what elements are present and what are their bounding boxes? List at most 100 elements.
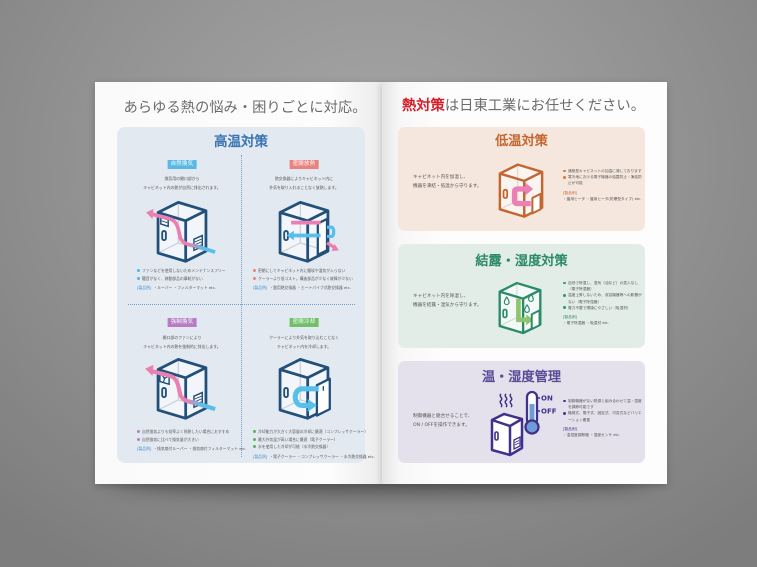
- feature-bullet: 通風型キャビネットの加温に適しております: [563, 168, 643, 174]
- feature-bullet: 密閉にしてキャビネット内に塵埃や湿気が入らない: [253, 267, 357, 275]
- panel-description: 制御機器と組合せることで、 ON / OFFを操作できます。: [413, 413, 472, 430]
- feature-notes: ファンなどを使用しないためメンテナンスフリー 騒音がなく、稼動部品の摩耗がない …: [137, 267, 241, 292]
- product-examples-label: [製品例]: [137, 285, 152, 291]
- method-description: 開口部のファンにより キャビネット内の熱を強制的に排出します。: [125, 333, 239, 351]
- condensation-humidity-title: 結露・湿度対策: [475, 254, 568, 269]
- feature-bullet: 冷却能力が大きく大容量の冷却に最適（コンプレッサクーラー）: [253, 428, 368, 436]
- cabinet-dehumidifier-icon: [498, 281, 542, 335]
- product-examples: [製品例]・電子除湿器 ・吸湿材 etc.: [563, 314, 643, 326]
- description-line: キャビネット内を加温し、: [413, 175, 469, 180]
- description-line: キャビネット内を冷却します。: [276, 344, 332, 349]
- panel-description: キャビネット内を除湿し、 機器を結露・湿気から守ります。: [413, 293, 481, 310]
- description-line: キャビネット内の熱が自然に排出されます。: [143, 185, 221, 190]
- feature-bullet: 自然換気よりも効率よく排熱したい場合におすすめ: [137, 428, 241, 436]
- description-line: 機器を凍結・低温から守ります。: [413, 183, 482, 189]
- high-temp-panel: 高温対策 自然換気 換気用の開口部から キャビネット内の熱が自然に排出されます。: [117, 127, 375, 463]
- feature-bullet: 機械式、電子式、固定式、可変式などバリエーション豊富: [563, 410, 643, 422]
- temp-humidity-management-title: 温・湿度管理: [481, 370, 562, 385]
- product-examples: [製品例]・盤用熱交換器 ・ヒートパイプ式熱交換器 etc.: [253, 284, 357, 292]
- cabinet-heat-exchanger-icon: [278, 200, 339, 263]
- method-tag: 自然換気: [167, 160, 197, 169]
- description-line: キャビネット内の熱を強制的に排出します。: [143, 344, 221, 349]
- feature-notes: 自然換気よりも効率よく排熱したい場合におすすめ 自然換気に比べて換気量が大きい …: [137, 428, 246, 453]
- panel-description: キャビネット内を加温し、 機器を凍結・低温から守ります。: [413, 174, 481, 191]
- feature-bullet: 電力不要で環境にやさしい（吸湿材）: [563, 305, 643, 311]
- product-examples-label: [製品例]: [563, 190, 577, 195]
- feature-notes: 冷却能力が大きく大容量の冷却に最適（コンプレッサクーラー） 最大外気温が高い場合…: [253, 428, 375, 461]
- quadrant-natural-ventilation: 自然換気 換気用の開口部から キャビネット内の熱が自然に排出されます。 ファンな…: [125, 155, 239, 305]
- feature-notes: 密閉にしてキャビネット内に塵埃や湿気が入らない クーラーより低コスト。構造部品が…: [253, 267, 357, 292]
- product-examples-text: ・ルーバー ・フィルターマット etc.: [153, 285, 216, 291]
- method-description: 換気用の開口部から キャビネット内の熱が自然に排出されます。: [125, 174, 239, 192]
- product-examples-label: [製品例]: [563, 315, 577, 320]
- product-examples-text: ・換気扇付ルーバー ・換気扇付フィルターマット etc.: [153, 446, 247, 452]
- feature-bullet: 水を使用した冷却が可能（水冷熱交換器）: [253, 443, 357, 451]
- horizontal-divider: [128, 304, 355, 305]
- product-examples-text: ・盤用熱交換器 ・ヒートパイプ式熱交換器 etc.: [269, 285, 352, 291]
- cabinet-natural-ventilation-icon: [146, 200, 216, 263]
- vertical-divider: [241, 155, 242, 457]
- cabinet-heater-icon: [498, 163, 544, 218]
- quadrant-forced-ventilation: 強制換気 開口部のファンにより キャビネット内の熱を強制的に排出します。: [125, 304, 246, 454]
- feature-bullet: 温度上昇しないため、収容機器等への影響がない（電子除湿器）: [563, 292, 643, 304]
- product-examples: [製品例]・換気扇付ルーバー ・換気扇付フィルターマット etc.: [137, 445, 246, 453]
- product-examples-label: [製品例]: [563, 426, 577, 431]
- quadrant-sealed-cooling: 密閉冷却 クーラーにより外気を取り込むことなく キャビネット内を冷却します。 冷…: [247, 304, 375, 459]
- product-examples: [製品例]・電子クーラー ・コンプレッサクーラー ・水冷熱交換器 etc.: [253, 453, 375, 461]
- left-headline: あらゆる熱の悩み・困りごとに対応。: [123, 100, 367, 116]
- feature-bullet: クーラーより低コスト。構造部品が少なく故障が少ない: [253, 275, 357, 283]
- description-line: ON / OFFを操作できます。: [413, 422, 470, 428]
- feature-bullet: 寒冷地における電子機器の結露防止・凍結防止が可能: [563, 174, 643, 186]
- feature-bullet: 最大外気温が高い場合に最適（電子クーラー）: [253, 436, 357, 444]
- product-examples-text: ・温湿度調節器 ・湿度センサ etc.: [563, 433, 621, 438]
- condensation-humidity-panel: 結露・湿度対策 キャビネット内を除湿し、 機器を結露・湿気から守ります。 自然で…: [398, 244, 645, 348]
- thermostat-cabinet-icon: ON OFF: [490, 390, 557, 457]
- description-line: 機器を結露・湿気から守ります。: [413, 302, 482, 308]
- quadrant-sealed-heat-dissipation: 密閉放熱 熱交換器によりキャビネット内に 外気を取り入れることなく放熱します。 …: [247, 155, 361, 305]
- right-headline: 熱対策は日東工業にお任せください。: [400, 97, 647, 115]
- product-examples-label: [製品例]: [137, 446, 152, 452]
- description-line: 熱交換器によりキャビネット内に: [274, 176, 334, 181]
- product-examples-label: [製品例]: [253, 453, 268, 459]
- method-description: 熱交換器によりキャビネット内に 外気を取り入れることなく放熱します。: [247, 174, 361, 192]
- product-examples-text: ・盤用ヒータ ・盤用ヒータ(防爆型タイプ) etc.: [563, 196, 642, 201]
- product-examples-label: [製品例]: [253, 285, 268, 291]
- low-temp-panel: 低温対策 キャビネット内を加温し、 機器を凍結・低温から守ります。 通風型キャビ…: [398, 127, 645, 231]
- method-tag: 密閉冷却: [289, 318, 319, 327]
- feature-bullet: ファンなどを使用しないためメンテナンスフリー: [137, 267, 241, 275]
- feature-notes: 通風型キャビネットの加温に適しております 寒冷地における電子機器の結露防止・凍結…: [563, 168, 643, 202]
- description-line: クーラーにより外気を取り込むことなく: [269, 335, 339, 340]
- description-line: 制御機器と組合せることで、: [413, 414, 473, 419]
- method-tag: 強制換気: [167, 318, 197, 327]
- product-examples-text: ・電子除湿器 ・吸湿材 etc.: [563, 321, 610, 326]
- product-examples: [製品例] ・温湿度調節器 ・湿度センサ etc.: [563, 426, 643, 438]
- description-line: 外気を取り入れることなく放熱します。: [269, 185, 339, 190]
- left-page: あらゆる熱の悩み・困りごとに対応。 高温対策 自然換気 換気用の開口部から キャ…: [95, 82, 382, 484]
- cabinet-forced-ventilation-icon: [145, 357, 216, 420]
- headline-rest: は日東工業にお任せください。: [444, 98, 646, 114]
- description-line: 換気用の開口部から: [164, 176, 200, 181]
- right-page: 熱対策は日東工業にお任せください。 低温対策 キャビネット内を加温し、 機器を凍…: [382, 82, 667, 484]
- feature-bullet: 自然換気に比べて換気量が大きい: [137, 436, 241, 444]
- cabinet-cooler-icon: [278, 357, 331, 420]
- thermometer-icon: [524, 390, 540, 435]
- off-label: OFF: [541, 408, 557, 416]
- description-line: キャビネット内を除湿し、: [413, 294, 469, 299]
- feature-bullet: 制御機器がない熱源と組み合わせて温・湿度を調節可能です: [563, 398, 643, 410]
- heat-waves-icon: [499, 393, 513, 408]
- description-line: 開口部のファンにより: [162, 335, 202, 340]
- feature-bullet: 騒音がなく、稼動部品の摩耗がない: [137, 275, 241, 283]
- on-label: ON: [541, 395, 553, 403]
- product-examples: [製品例]・盤用ヒータ ・盤用ヒータ(防爆型タイプ) etc.: [563, 190, 643, 202]
- method-description: クーラーにより外気を取り込むことなく キャビネット内を冷却します。: [247, 333, 361, 351]
- headline-emphasis: 熱対策: [401, 98, 445, 114]
- feature-bullet: 自然で除湿し、湿気（油など）の混入なし（電子除湿器）: [563, 280, 643, 292]
- temp-humidity-management-panel: 温・湿度管理 制御機器と組合せることで、 ON / OFFを操作できます。 ON: [398, 361, 645, 463]
- feature-notes: 制御機器がない熱源と組み合わせて温・湿度を調節可能です 機械式、電子式、固定式、…: [563, 398, 643, 438]
- product-examples: [製品例]・ルーバー ・フィルターマット etc.: [137, 284, 241, 292]
- feature-notes: 自然で除湿し、湿気（油など）の混入なし（電子除湿器） 温度上昇しないため、収容機…: [563, 280, 643, 326]
- low-temp-title: 低温対策: [495, 134, 548, 149]
- product-examples-text: ・電子クーラー ・コンプレッサクーラー ・水冷熱交換器 etc.: [269, 453, 375, 459]
- method-tag: 密閉放熱: [289, 160, 319, 169]
- high-temp-title: 高温対策: [214, 134, 268, 150]
